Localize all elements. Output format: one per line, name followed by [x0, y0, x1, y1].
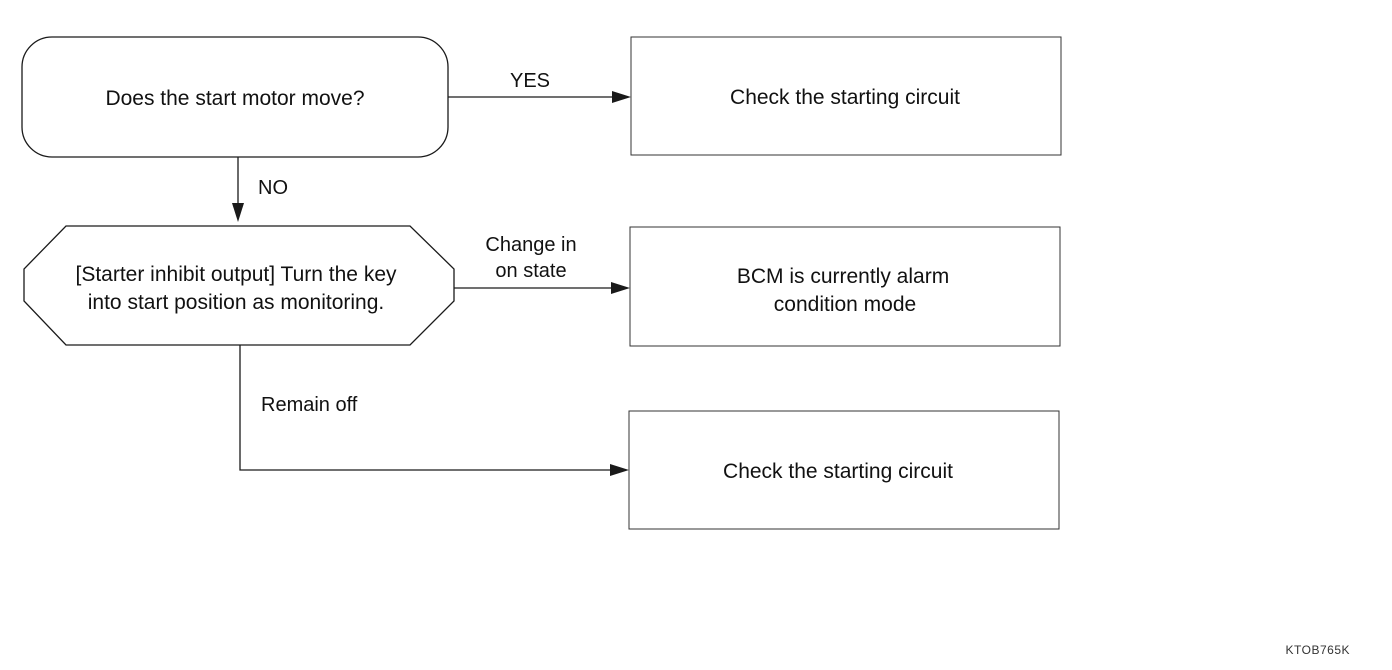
yes-label: YES [510, 70, 550, 92]
change-label-line1: Change in [485, 234, 576, 256]
check-starting-circuit-top-text: Check the starting circuit [730, 86, 960, 109]
starter-inhibit-text-line1: [Starter inhibit output] Turn the key [75, 263, 397, 286]
check-starting-circuit-top-box [630, 36, 1062, 156]
bcm-alarm-text-line2: condition mode [774, 293, 916, 316]
no-arrowhead [232, 203, 244, 222]
no-label: NO [258, 177, 288, 199]
remain-off-label: Remain off [261, 394, 358, 416]
starter-inhibit-octagon [23, 225, 455, 346]
check-starting-circuit-bottom-box [628, 410, 1060, 530]
yes-arrowhead [612, 91, 631, 103]
bcm-alarm-text-line1: BCM is currently alarm [737, 265, 949, 288]
start-motor-question-text: Does the start motor move? [105, 87, 364, 110]
bcm-alarm-box [629, 226, 1061, 347]
check-starting-circuit-bottom-text: Check the starting circuit [723, 460, 953, 483]
remain-off-connector [239, 345, 613, 471]
figure-id-label: KTOB765K [1286, 643, 1350, 657]
remain-off-arrowhead [610, 464, 629, 476]
starter-inhibit-text-line2: into start position as monitoring. [88, 291, 384, 314]
change-arrowhead [611, 282, 630, 294]
change-label-line2: on state [495, 260, 566, 282]
